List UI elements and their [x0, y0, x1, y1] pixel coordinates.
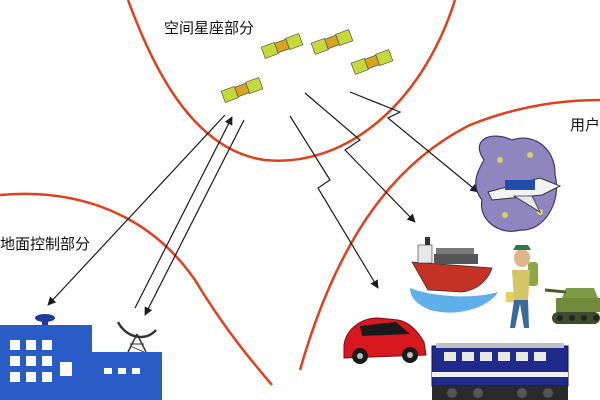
- downlink-signal-to-building: [47, 114, 226, 306]
- satellite-icon: [260, 33, 304, 59]
- space-segment-boundary: [126, 0, 457, 162]
- user-segment-label: 用户部分: [570, 116, 600, 134]
- user-segment-boundary: [298, 98, 600, 371]
- downlink-signal-to-radar: [144, 119, 245, 316]
- signal-to-car: [289, 115, 379, 289]
- space-shuttle-icon: [475, 135, 562, 232]
- radar-dish-icon: [116, 321, 157, 353]
- car-icon: [343, 317, 427, 364]
- satellite-icon: [350, 49, 394, 75]
- hiker-icon: [506, 245, 538, 328]
- space-segment-label: 空间星座部分: [164, 19, 255, 37]
- uplink-signal-to-satellite: [134, 116, 233, 309]
- satellite-icon: [310, 29, 354, 55]
- ground-station-building-icon: [0, 314, 162, 400]
- train-icon: [431, 343, 569, 400]
- ground-segment-label: 地面控制部分: [0, 235, 91, 253]
- satellite-icon: [220, 77, 264, 103]
- cargo-ship-icon: [410, 237, 498, 313]
- signal-to-ship: [304, 92, 416, 223]
- ground-segment-boundary: [0, 192, 273, 386]
- tank-icon: [544, 288, 600, 324]
- signal-to-shuttle: [349, 91, 479, 193]
